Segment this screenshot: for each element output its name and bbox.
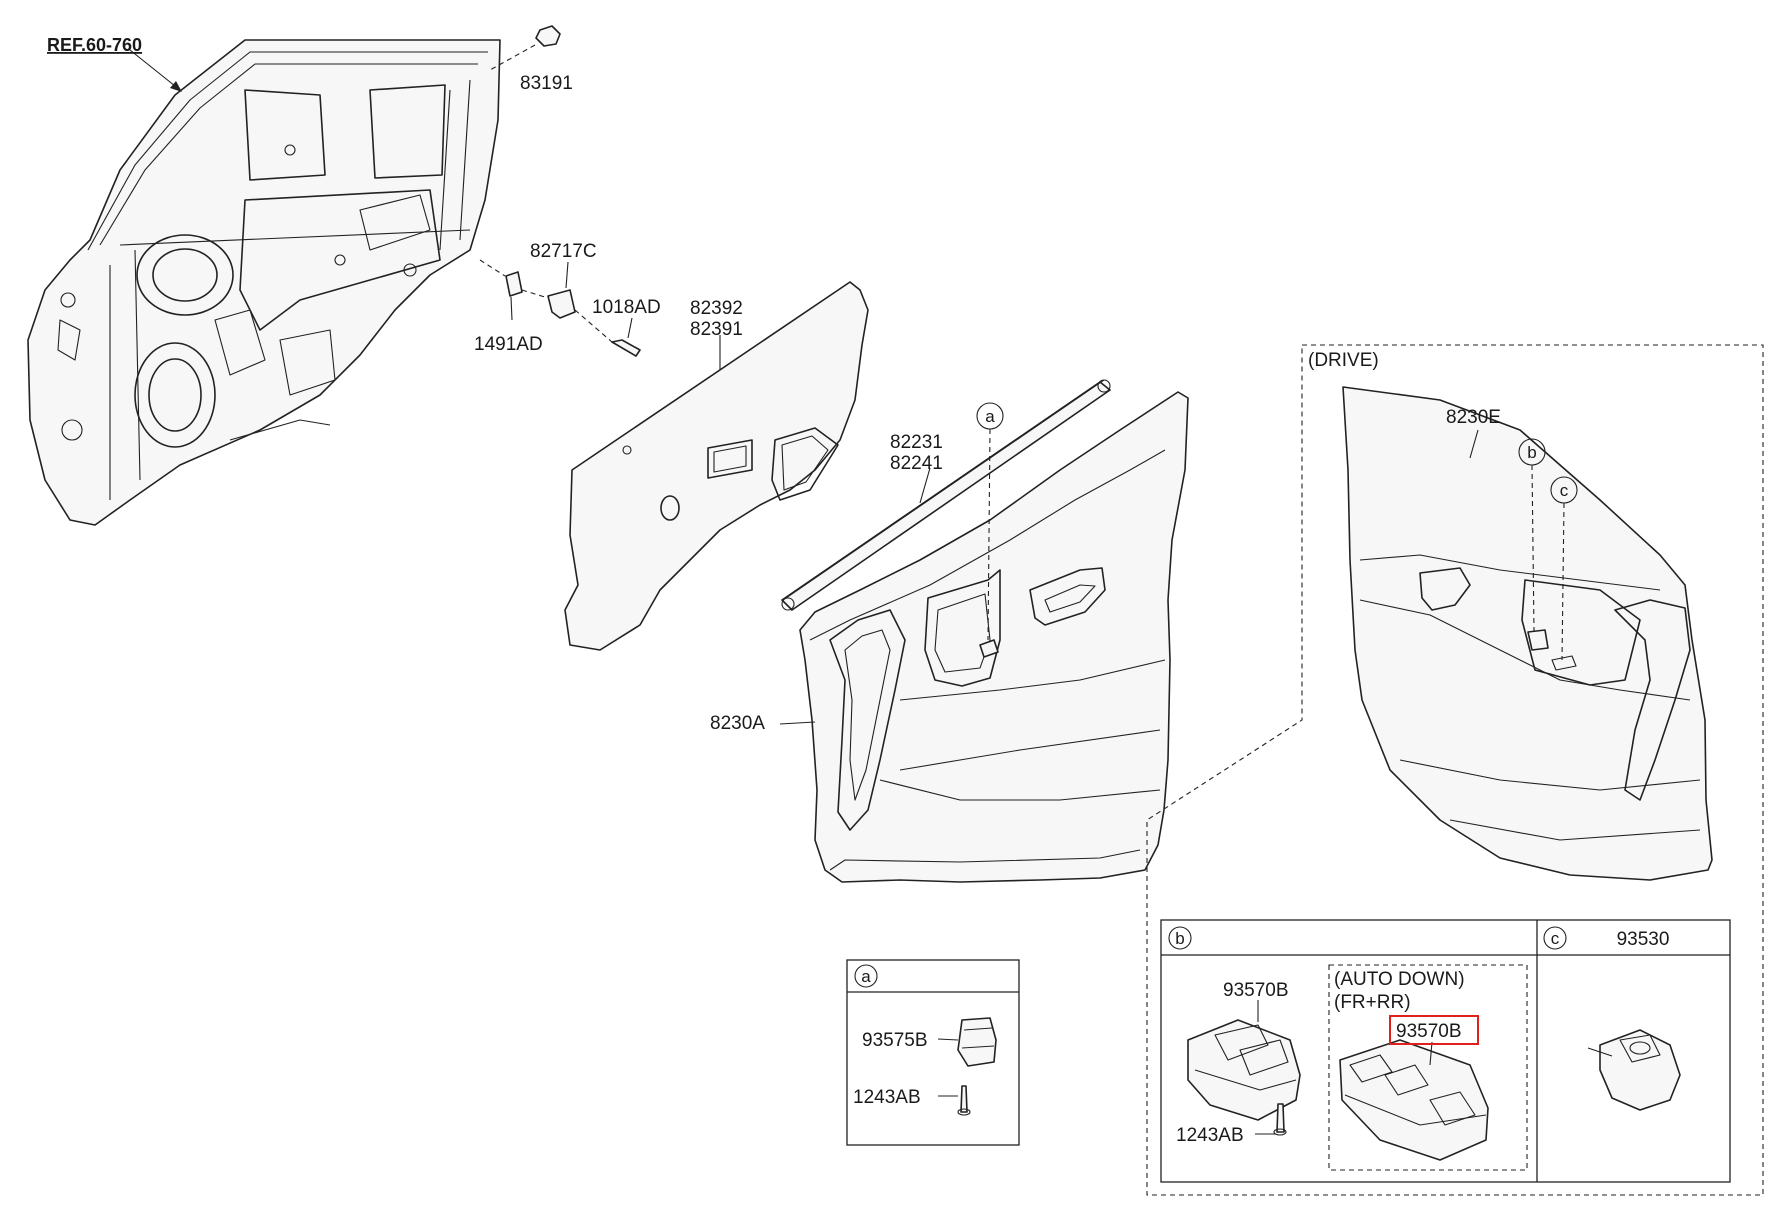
label-82717C: 82717C [530, 241, 597, 262]
drive-frame [1146, 344, 1764, 1196]
label-82241: 82241 [890, 453, 943, 474]
panel-c-part: 93530 [1617, 929, 1670, 950]
panel-b-letter: b [1175, 929, 1184, 948]
clip-hardware [479, 259, 641, 357]
bubble-c: c [1560, 481, 1569, 500]
label-82391: 82391 [690, 319, 743, 340]
ref-label: REF.60-760 [47, 35, 142, 55]
bubble-a-callout [976, 402, 1004, 641]
panel-b-option-line2: (FR+RR) [1334, 992, 1411, 1013]
inset-panel-a [846, 959, 1020, 1146]
panel-a-part-switch: 93575B [862, 1030, 928, 1051]
label-82392: 82392 [690, 298, 743, 319]
bubble-bc-callouts [1518, 438, 1578, 661]
bubble-b: b [1527, 443, 1536, 462]
panel-a-part-screw: 1243AB [853, 1087, 921, 1108]
panel-a-letter: a [861, 967, 871, 986]
panel-b-part-switch-auto[interactable]: 93570B [1396, 1021, 1462, 1042]
label-8230E: 8230E [1446, 407, 1501, 428]
door-trim-panel-8230A [779, 391, 1189, 883]
label-1491AD: 1491AD [474, 334, 543, 355]
door-trim-panel-8230E [1342, 386, 1713, 881]
highlight-box [1389, 1015, 1479, 1045]
panel-b-part-switch: 93570B [1223, 980, 1289, 1001]
door-frame-drawing [27, 39, 501, 526]
label-1018AD: 1018AD [592, 297, 661, 318]
label-83191: 83191 [520, 73, 573, 94]
door-sealing-cover [564, 281, 869, 651]
label-8230A: 8230A [710, 713, 765, 734]
drive-label: (DRIVE) [1308, 350, 1379, 371]
panel-b-option-line1: (AUTO DOWN) [1334, 969, 1465, 990]
inset-panel-bc [1160, 919, 1731, 1183]
nut-83191 [489, 25, 561, 71]
label-82231: 82231 [890, 432, 943, 453]
panel-b-part-screw: 1243AB [1176, 1125, 1244, 1146]
weatherstrip-strip [781, 379, 1111, 611]
bubble-a: a [985, 407, 995, 426]
panel-c-letter: c [1551, 929, 1560, 948]
